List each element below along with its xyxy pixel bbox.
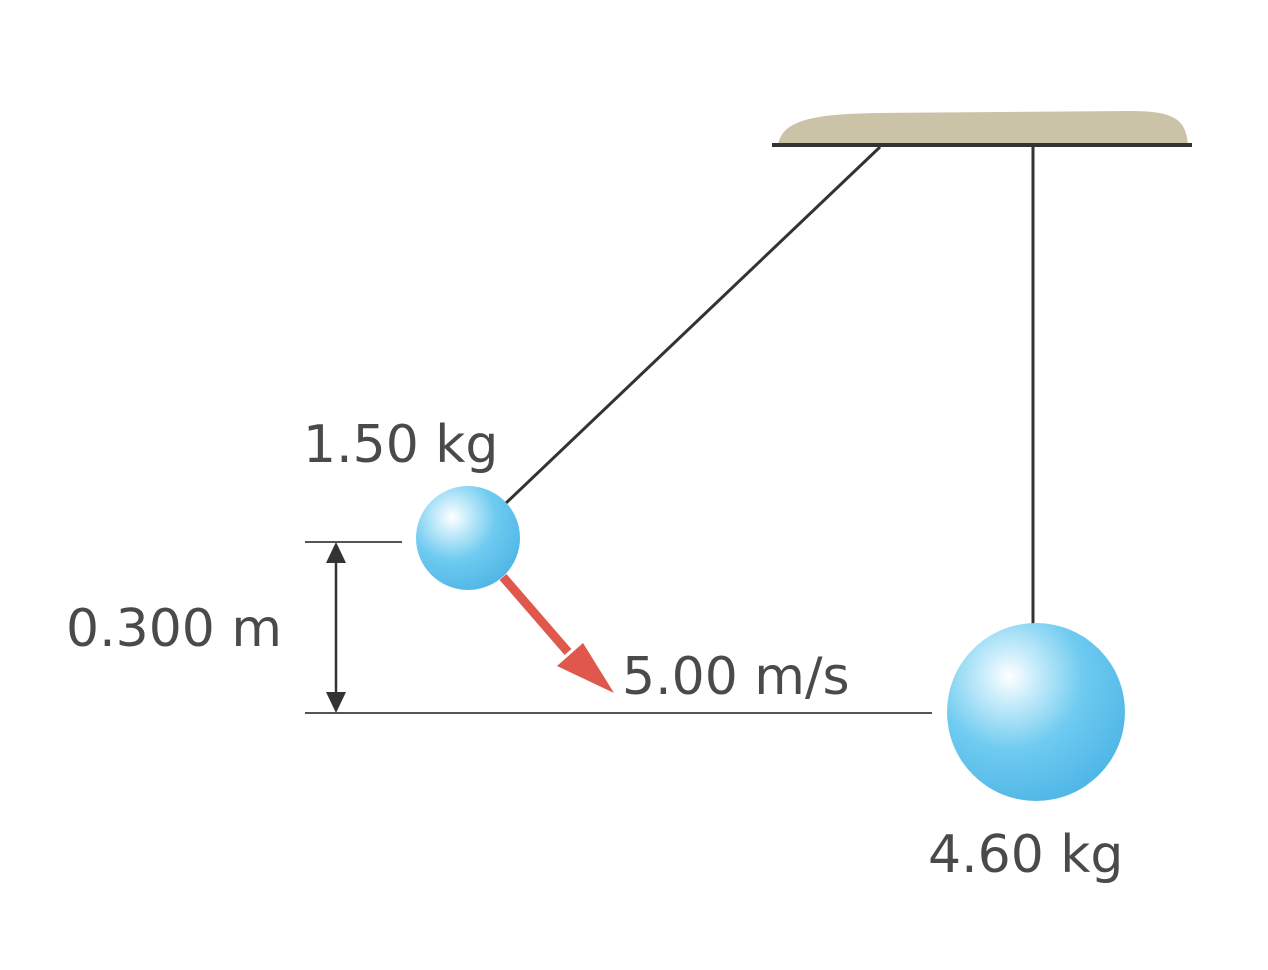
large-mass-label: 4.60 kg [928,825,1123,885]
velocity-arrow [499,574,614,693]
height-dimension-arrow [326,542,346,713]
large-ball [947,623,1125,801]
ceiling-support [778,111,1188,145]
velocity-label: 5.00 m/s [622,647,850,707]
height-label: 0.300 m [66,599,282,659]
string-small-mass [503,145,882,506]
small-mass-label: 1.50 kg [303,415,498,475]
small-ball [416,486,520,590]
